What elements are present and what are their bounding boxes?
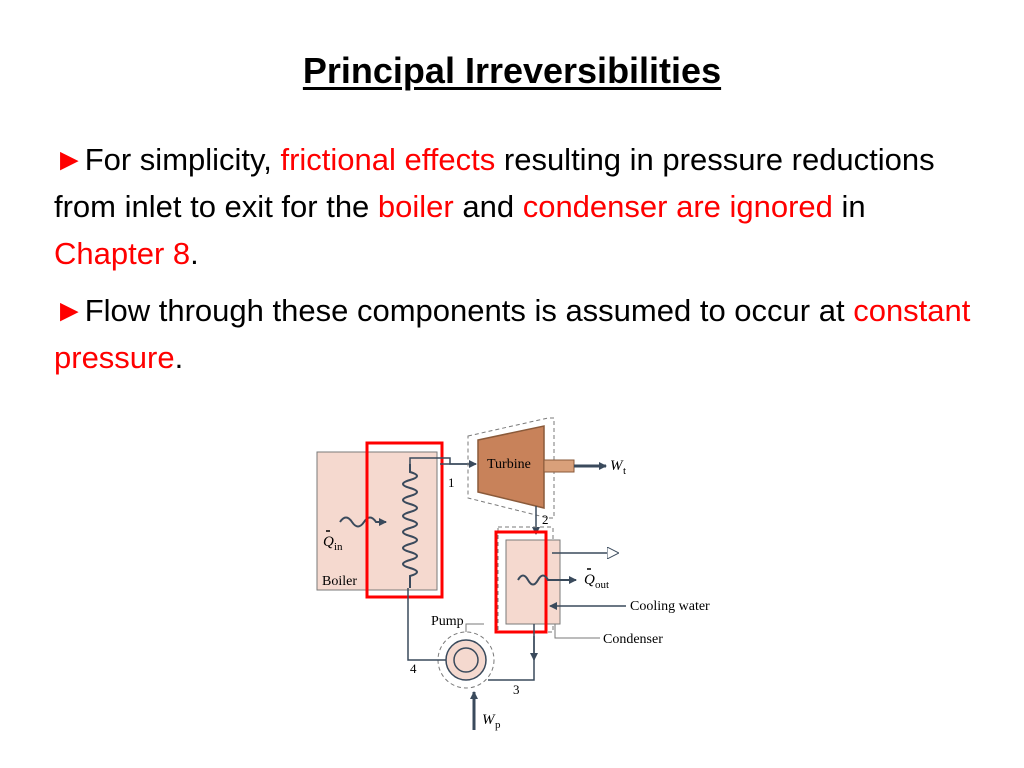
bullet-1-text-d: in <box>832 189 866 224</box>
state-4: 4 <box>410 661 417 676</box>
condenser-leader <box>554 624 600 639</box>
qin-sub: in <box>334 541 343 553</box>
qout-label: Q <box>584 572 595 588</box>
condenser-highlight <box>494 530 548 634</box>
turbine-label: Turbine <box>487 457 531 472</box>
slide-title: Principal Irreversibilities <box>302 50 722 91</box>
turbine-dashed-boundary <box>467 417 555 519</box>
boiler-highlight <box>365 441 444 599</box>
bullet-1-text-b: resulting in pressure reductions from in… <box>54 142 935 224</box>
bullet-1-highlight-chapter: Chapter 8 <box>54 236 191 271</box>
pump-impeller <box>453 647 479 673</box>
heat-output-wave <box>517 574 577 586</box>
bullet-list: ►For simplicity, frictional effects resu… <box>54 136 974 391</box>
rankine-cycle-diagram: Q in Boiler 1 Turbine W t 2 Cooling wate… <box>300 410 760 745</box>
bullet-1-text-e: . <box>190 236 199 271</box>
bullet-arrow-icon: ► <box>54 142 85 177</box>
bullet-1: ►For simplicity, frictional effects resu… <box>54 136 974 277</box>
boiler-label: Boiler <box>322 574 357 589</box>
condenser-box <box>505 539 561 625</box>
pump-label: Pump <box>431 614 464 629</box>
qout-sub: out <box>595 579 609 591</box>
state-1: 1 <box>448 475 455 490</box>
heat-input-wave <box>339 516 387 528</box>
bullet-arrow-icon: ► <box>54 293 85 328</box>
bullet-2-text-b: . <box>174 340 184 375</box>
turbine-body <box>477 425 545 509</box>
bullet-1-highlight-condenser: condenser are ignored <box>522 189 833 224</box>
turbine-shaft <box>543 459 575 473</box>
state-3: 3 <box>513 682 520 697</box>
bullet-1-highlight-boiler: boiler <box>377 189 454 224</box>
rankine-cycle-svg: Q in Boiler 1 Turbine W t 2 Cooling wate… <box>316 417 710 731</box>
bullet-1-highlight-frictional: frictional effects <box>280 142 496 177</box>
bullet-2: ►Flow through these components is assume… <box>54 287 974 381</box>
wp-label: W <box>482 712 496 728</box>
state-2: 2 <box>542 512 549 527</box>
pump-leader <box>465 623 484 632</box>
wt-label: W <box>610 458 624 474</box>
flow-line-4 <box>407 588 446 661</box>
bullet-1-text-a: For simplicity, <box>84 142 281 177</box>
boiler-coil <box>402 464 418 588</box>
bullet-2-highlight-pressure: constant pressure <box>54 293 971 375</box>
wt-sub: t <box>623 465 626 477</box>
bullet-1-text-c: and <box>453 189 523 224</box>
qin-label: Q <box>323 534 334 550</box>
wp-sub: p <box>495 719 501 731</box>
condenser-label: Condenser <box>603 632 663 647</box>
cooling-water-label: Cooling water <box>630 599 710 614</box>
bullet-2-text-a: Flow through these components is assumed… <box>84 293 854 328</box>
